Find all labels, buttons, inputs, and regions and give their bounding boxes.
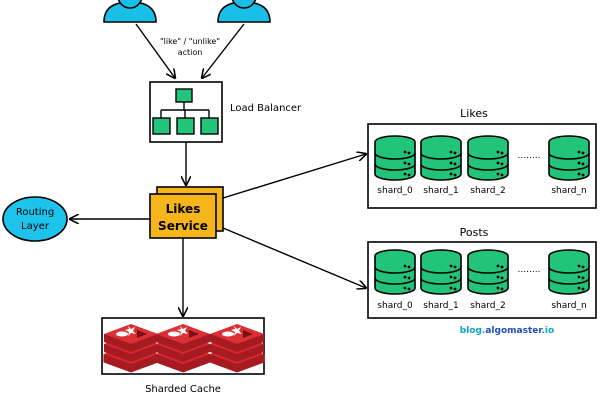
watermark-part2: algomaster [485,326,543,336]
database-icon [374,249,416,295]
shard-label: shard_1 [423,186,458,196]
database-icon [548,135,590,181]
likes-service-label: Likes [166,202,201,216]
database-icon [467,249,509,295]
redis-cache-icon [155,323,211,373]
load-balancer-label: Load Balancer [230,103,302,114]
redis-cache-icon [209,323,265,373]
user-to-lb-arrow [202,23,245,78]
action-label: "like" / "unlike" [160,37,220,46]
user-icon [103,0,157,23]
database-icon [467,135,509,181]
routing-layer-label-line2: Layer [21,221,50,232]
database-icon [420,249,462,295]
watermark-part1: blog. [460,326,486,336]
shard-label: shard_n [551,301,586,311]
service-to-posts-db-arrow [222,227,366,288]
shard-label: shard_2 [470,186,505,196]
database-icon [548,249,590,295]
likes-db-title: Likes [460,107,488,120]
load-balancer [149,81,223,143]
action-label-line2: action [178,48,203,57]
shard-label: shard_2 [470,301,505,311]
shard-label: shard_n [551,186,586,196]
tree-hierarchy-icon [152,88,219,135]
shard-label: shard_0 [377,186,413,196]
sharded-cache-label: Sharded Cache [145,384,221,395]
shard-ellipsis: ........ [518,151,541,161]
watermark-part3: .io [542,326,555,336]
shard-ellipsis: ........ [518,265,541,275]
posts-db-title: Posts [460,226,489,239]
routing-layer: Routing Layer [2,196,68,242]
user-icon [217,0,271,23]
routing-layer-label: Routing [16,207,54,218]
likes-service-label-line2: Service [158,219,208,233]
shard-label: shard_1 [423,301,458,311]
likes-service: Likes Service [149,186,224,239]
database-icon [374,135,416,181]
database-icon [420,135,462,181]
user-to-lb-arrow [135,23,175,78]
redis-cache-icon [103,323,159,373]
shard-label: shard_0 [377,301,413,311]
service-to-likes-db-arrow [222,154,366,199]
watermark: blog.algomaster.io [460,326,554,336]
